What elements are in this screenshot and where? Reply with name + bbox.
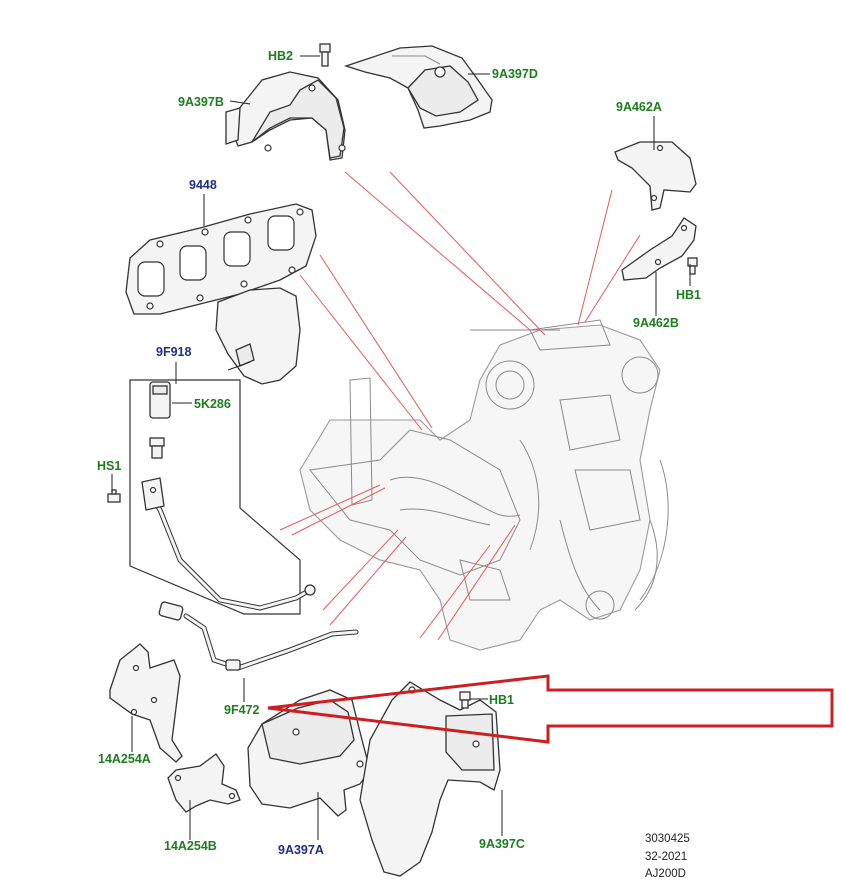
part-hb1-bolt-bottom: [459, 691, 471, 709]
engine-assembly: [299, 319, 669, 651]
label-9448: 9448: [189, 178, 217, 192]
label-leader-lines: [111, 55, 691, 840]
label-9f472: 9F472: [224, 703, 260, 717]
part-9a462b-shield: [621, 217, 697, 281]
label-hb1-top: HB1: [676, 288, 702, 302]
part-9a397b-heat-shield: [225, 71, 346, 161]
label-hs1: HS1: [97, 459, 122, 473]
part-hb2-bolt: [319, 43, 331, 67]
label-14a254b: 14A254B: [164, 839, 217, 853]
label-9a397d: 9A397D: [492, 67, 538, 81]
footer-ref-number: 3030425: [645, 833, 690, 845]
part-14a254a-bracket: [109, 643, 183, 763]
label-9a462a: 9A462A: [616, 100, 662, 114]
label-hb1-bottom: HB1: [489, 693, 515, 707]
part-9a397a-heat-shield: [247, 689, 371, 817]
part-hb1-bolt-top: [687, 257, 698, 275]
label-9a397c: 9A397C: [479, 837, 525, 851]
label-14a254a: 14A254A: [98, 752, 151, 766]
part-hs1-bolt: [107, 489, 121, 503]
label-9f918: 9F918: [156, 345, 192, 359]
label-9a397a: 9A397A: [278, 843, 324, 857]
part-9448-gasket: [125, 203, 317, 385]
part-9a397d-heat-shield: [343, 45, 493, 129]
part-14a254b-bracket: [167, 753, 241, 813]
label-5k286: 5K286: [194, 397, 231, 411]
red-leader-lines: [279, 171, 641, 641]
label-9a462b: 9A462B: [633, 316, 679, 330]
callout-arrow: [267, 674, 834, 744]
label-hb2: HB2: [268, 49, 294, 63]
part-9f472-sensor: [158, 601, 359, 671]
part-9a462a-shield: [614, 141, 697, 211]
footer-engine-code: AJ200D: [645, 868, 686, 880]
label-9a397b: 9A397B: [178, 95, 224, 109]
footer-date-code: 32-2021: [645, 851, 688, 863]
part-9f918-sensor-assembly: [129, 379, 316, 615]
